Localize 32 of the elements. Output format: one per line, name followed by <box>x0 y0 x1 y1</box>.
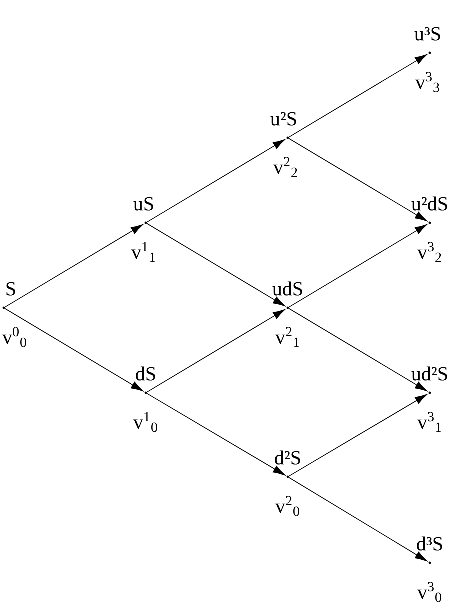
value-label: v$^{0}$0 <box>2 327 26 348</box>
node-label: uS <box>134 197 154 211</box>
arrow <box>146 139 286 223</box>
arrow <box>288 394 428 477</box>
arrow <box>288 308 428 392</box>
arrow <box>146 223 286 307</box>
value-label: v$^{2}$1 <box>276 327 300 348</box>
value-label: v$^{3}$0 <box>418 582 442 602</box>
node-label: u³S <box>414 27 440 41</box>
node-label: u²S <box>270 112 296 126</box>
node-label: d³S <box>417 536 442 551</box>
node-label: d²S <box>275 450 300 465</box>
value-label: v$^{2}$2 <box>274 157 298 178</box>
arrow <box>146 393 286 476</box>
node-label: dS <box>136 366 156 381</box>
node-label: u²dS <box>412 196 448 211</box>
node-label: S <box>6 282 16 296</box>
arrow <box>288 477 428 562</box>
arrow <box>4 308 144 392</box>
value-label: v$^{1}$1 <box>132 242 156 262</box>
arrow <box>288 138 428 222</box>
arrow <box>288 224 428 308</box>
arrow <box>146 309 286 393</box>
value-label: v$^{3}$2 <box>418 242 442 262</box>
arrow <box>4 224 144 308</box>
node-label: ud²S <box>412 366 448 381</box>
value-label: v$^{1}$0 <box>134 412 158 432</box>
arrow <box>288 54 428 138</box>
value-label: v$^{3}$1 <box>418 412 442 432</box>
value-label: v$^{3}$3 <box>416 72 440 92</box>
value-label: v$^{2}$0 <box>276 496 300 516</box>
node-label: udS <box>272 282 302 296</box>
